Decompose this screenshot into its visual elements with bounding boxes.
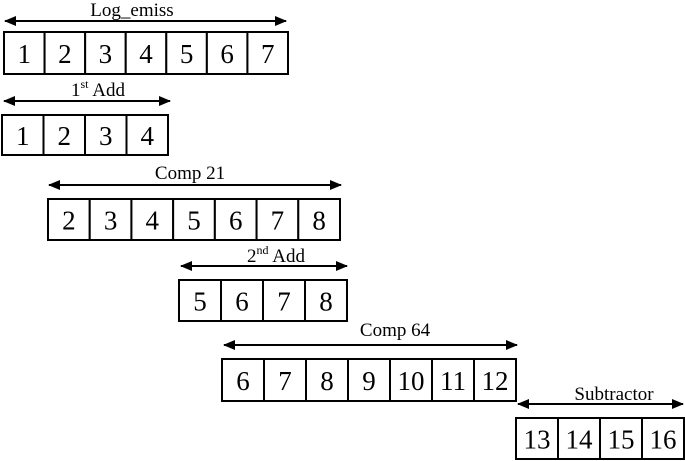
cycle-cell xyxy=(88,198,133,241)
cycle-cell xyxy=(304,279,348,322)
cycle-number: 13 xyxy=(524,425,551,455)
cell-row: 13 14 15 16 xyxy=(515,417,685,460)
cycle-number: 4 xyxy=(146,206,160,236)
cycle-cell xyxy=(130,198,175,241)
cycle-cell xyxy=(178,279,222,322)
cycle-cell xyxy=(84,31,127,75)
cycle-number: 4 xyxy=(141,121,155,151)
cycle-number: 8 xyxy=(319,287,333,317)
cycle-number: 9 xyxy=(362,366,376,396)
cycle-cell xyxy=(43,31,87,75)
cycle-cell xyxy=(347,358,391,402)
cycle-number: 6 xyxy=(235,287,249,317)
cycle-cell xyxy=(515,417,559,460)
cycle-number: 1 xyxy=(18,39,32,69)
cycle-cell xyxy=(246,31,290,75)
cycle-cell xyxy=(297,198,341,241)
stage-label: 2nd Add xyxy=(247,243,305,267)
stage-label: 1st Add xyxy=(71,77,125,101)
cycle-number: 2 xyxy=(62,206,76,236)
cycle-number: 8 xyxy=(312,206,326,236)
cycle-cell xyxy=(172,198,216,241)
cycle-number: 16 xyxy=(650,425,677,455)
stage-label: Comp 21 xyxy=(155,163,225,184)
cycle-cell xyxy=(557,417,601,460)
cycle-number: 5 xyxy=(180,39,194,69)
cycle-cell xyxy=(641,417,685,460)
cycle-number: 15 xyxy=(608,425,635,455)
cycle-cell xyxy=(213,198,258,241)
cycle-cell xyxy=(431,358,475,402)
cycle-number: 8 xyxy=(320,366,334,396)
cycle-number: 3 xyxy=(99,39,113,69)
cycle-cell xyxy=(262,279,306,322)
stage-label: Comp 64 xyxy=(360,320,431,341)
cycle-number: 1 xyxy=(16,121,30,151)
cycle-cell xyxy=(255,198,300,241)
stage-label: Log_emiss xyxy=(90,0,173,21)
cycle-number: 7 xyxy=(278,366,292,396)
stage-subtractor: Subtractor 13 14 15 16 xyxy=(515,384,685,460)
cycle-cell xyxy=(84,114,128,156)
cycle-number: 14 xyxy=(566,425,594,455)
cycle-number: 7 xyxy=(261,39,275,69)
cycle-number: 4 xyxy=(139,39,153,69)
cycle-number: 3 xyxy=(99,121,113,151)
cycle-number: 2 xyxy=(58,39,72,69)
cycle-cell xyxy=(1,114,45,156)
cycle-cell xyxy=(221,358,265,402)
cycle-number: 5 xyxy=(187,206,201,236)
cycle-number: 7 xyxy=(277,287,291,317)
cycle-number: 6 xyxy=(236,366,250,396)
cycle-number: 3 xyxy=(104,206,118,236)
cycle-number: 11 xyxy=(440,366,466,396)
cycle-number: 6 xyxy=(229,206,243,236)
cycle-number: 12 xyxy=(482,366,509,396)
cycle-number: 2 xyxy=(58,121,72,151)
cycle-number: 10 xyxy=(398,366,425,396)
cycle-cell xyxy=(125,114,169,156)
stage-label: Subtractor xyxy=(574,384,654,405)
cycle-number: 5 xyxy=(193,287,207,317)
cycle-cell xyxy=(42,114,86,156)
cycle-number: 6 xyxy=(220,39,234,69)
cycle-number: 7 xyxy=(271,206,285,236)
cycle-cell xyxy=(473,358,517,402)
cycle-cell xyxy=(47,198,91,241)
